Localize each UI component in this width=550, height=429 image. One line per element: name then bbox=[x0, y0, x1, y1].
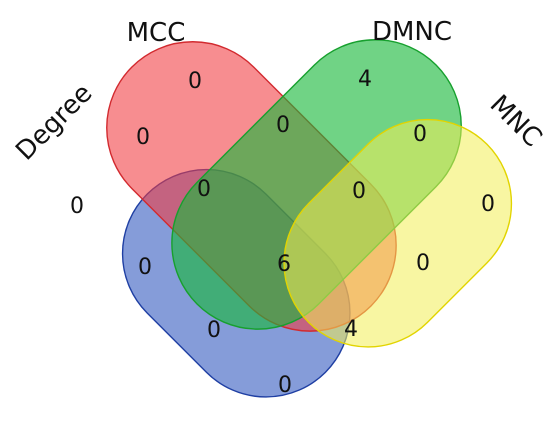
region-count-degree-mcc: 0 bbox=[136, 125, 150, 150]
set-shapes bbox=[106, 39, 513, 398]
region-count-mcc-dmnc: 0 bbox=[276, 113, 290, 138]
region-count-degree-only: 0 bbox=[70, 194, 84, 219]
region-count-degree-dmnc: 0 bbox=[138, 255, 152, 280]
region-count-dmnc-only: 4 bbox=[358, 67, 372, 92]
region-count-mnc-only: 0 bbox=[481, 192, 495, 217]
set-label-degree: Degree bbox=[10, 78, 98, 166]
region-count-mcc-only: 0 bbox=[188, 69, 202, 94]
region-count-mcc-mnc: 0 bbox=[416, 251, 430, 276]
region-count-degree-dmnc-mnc: 0 bbox=[207, 318, 221, 343]
region-count-dmnc-mnc: 0 bbox=[413, 122, 427, 147]
region-count-degree-mcc-dmnc: 0 bbox=[197, 177, 211, 202]
region-count-degree-mnc: 0 bbox=[278, 373, 292, 398]
region-count-mcc-dmnc-mnc: 0 bbox=[352, 179, 366, 204]
region-counts: 0 4 0 0 0 0 0 0 0 0 6 0 0 4 0 bbox=[70, 67, 495, 398]
set-label-dmnc: DMNC bbox=[372, 17, 452, 47]
region-count-all: 6 bbox=[277, 252, 291, 277]
set-mnc-shape bbox=[283, 118, 513, 348]
set-label-mcc: MCC bbox=[127, 18, 186, 48]
set-label-mnc: MNC bbox=[484, 90, 548, 154]
region-count-degree-mcc-mnc: 4 bbox=[344, 317, 358, 342]
